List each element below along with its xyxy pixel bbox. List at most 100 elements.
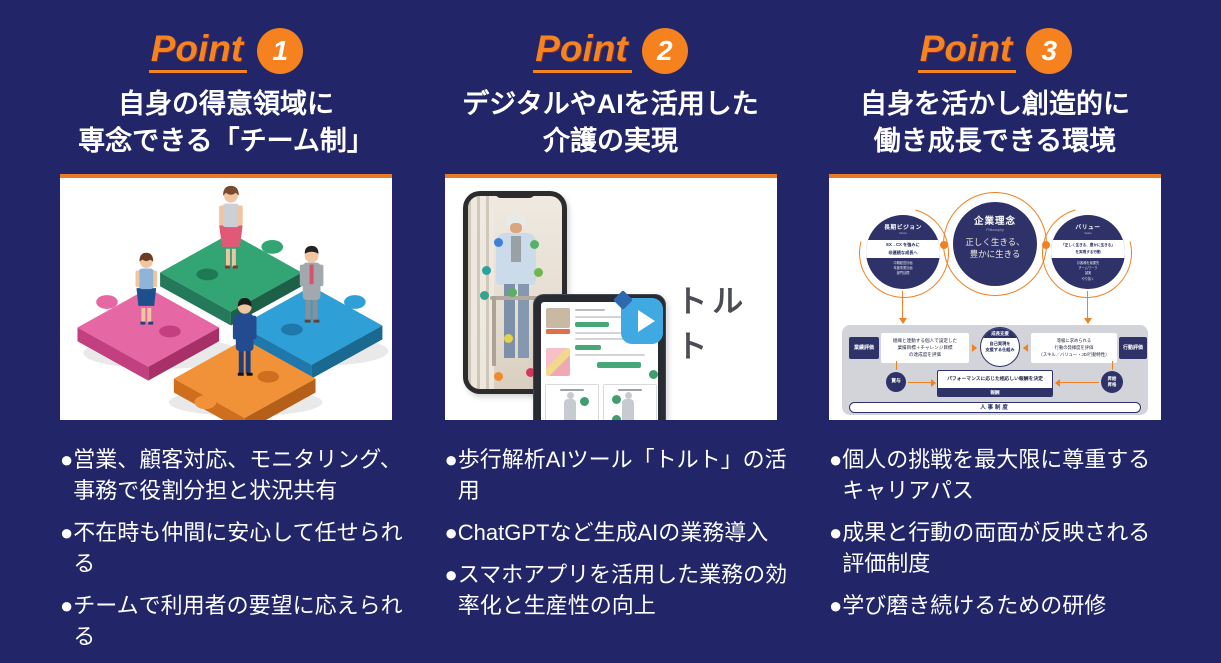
point2-number-badge: 2 [641,28,688,74]
report-photo-thumbnail [545,307,570,328]
point2-image-card: トルト [444,173,777,420]
bullet-icon: ● [444,446,458,472]
performance-eval-box: 組織と連動する個人で設定した 業績目標＋チャレンジ目標 の達成度を評価 [881,332,969,363]
list-item: ●営業、顧客対応、モニタリング、 事務で役割分担と状況共有 [60,444,422,506]
phone-notch [494,190,535,198]
toruto-logo: トルト [612,276,777,366]
connector-dot [1042,240,1050,249]
report-highlight [574,344,601,350]
toruto-logo-text: トルト [676,283,749,364]
teamwork-puzzle-illustration [77,185,389,420]
point1-column: Point 1 自身の得意領域に 専念できる「チーム制」 [60,26,403,663]
person-on-green [219,185,243,269]
walker-frame [491,295,496,366]
pose-tracking-dot [493,237,503,247]
list-item: ●個人の挑戦を最大限に尊重する キャリアパス [829,444,1191,506]
arrow-down-icon [1084,317,1092,324]
list-item: ●チームで利用者の要望に応えられる [60,590,422,652]
point1-label: Point [148,28,248,74]
point3-bullet-list: ●個人の挑戦を最大限に尊重する キャリアパス ●成果と行動の両面が反映される 評… [829,444,1191,632]
vision-circle: 長期ビジョン Vision EX→CX を強みに 非連続な成長へ 中期経営計画 … [866,214,940,289]
arrow-right-icon [972,343,977,352]
bullet-icon: ● [444,561,458,587]
tablet-mockup [532,293,666,420]
list-item: ●スマホアプリを活用した業務の効 率化と生産性の向上 [445,559,807,621]
list-item: ●歩行解析AIツール「トルト」の活用 [445,444,807,506]
philosophy-diagram: 長期ビジョン Vision EX→CX を強みに 非連続な成長へ 中期経営計画 … [829,178,1161,420]
bullet-icon: ● [60,592,74,618]
elderly-man-leg [503,283,515,358]
behavior-eval-label: 行動評価 [1119,336,1147,359]
puzzle-piece-orange [173,338,316,420]
point1-number-badge: 1 [257,28,304,74]
point3-header: Point 3 [917,26,1073,76]
arrow-down-icon [1087,290,1088,319]
list-item: ●不在時も仲間に安心して任せられる [60,517,422,579]
arrow-left-icon [1059,381,1099,383]
point1-heading: 自身の得意領域に 専念できる「チーム制」 [78,89,374,157]
connector-dot [940,240,948,249]
pose-tracking-dot [479,290,489,300]
pose-tracking-dot [533,267,543,277]
pose-tracking-dot [493,371,503,381]
value-circle: バリュー Value 「正しく生きる、豊かに生きる」 を実現する行動 お客様を最… [1051,214,1125,289]
play-app-icon [612,289,664,344]
point1-header: Point 1 [148,26,304,76]
list-item: ●ChatGPTなど生成AIの業務導入 [445,517,807,548]
point2-header: Point 2 [533,26,688,76]
behavior-eval-box: 等級に求められる 行動の発揮度を評価 （スキル／バリュー・JD/行動特性） [1031,332,1117,363]
pose-tracking-dot [529,239,539,249]
bullet-icon: ● [444,519,458,545]
philosophy-circle: 企業理念 Philosophy 正しく生きる、 豊かに生きる [953,201,1037,286]
puzzle-piece-pink [77,287,220,381]
pose-tracking-dot [525,367,535,377]
report-highlight [596,361,641,368]
elderly-man-leg [517,283,529,358]
point1-image-card [60,173,392,420]
bullet-icon: ● [829,592,843,618]
person-on-pink [135,252,158,325]
point3-number-badge: 3 [1026,28,1073,74]
bonus-circle: 賞与 [886,371,906,392]
arrow-left-icon [1055,378,1060,387]
arrow-right-icon [931,378,936,387]
puzzle-piece-blue [240,285,383,379]
balance-chart-panel [602,383,657,420]
report-photo-caption [545,328,570,334]
elderly-man-shirt [510,235,521,262]
orange-ring [940,191,1050,296]
pose-tracking-dot [507,287,517,297]
arrow-down-icon [899,317,907,324]
raise-circle: 昇給 昇格 [1101,370,1123,393]
performance-eval-label: 業績評価 [849,336,879,359]
arrow-down-icon [1112,360,1113,370]
hr-system-pill: 人事制度 [849,401,1141,413]
arrow-left-icon [1023,343,1028,352]
list-item: ●学び磨き続けるための研修 [829,590,1191,621]
bullet-icon: ● [829,446,843,472]
point2-heading: デジタルやAIを活用した 介護の実現 [462,89,759,157]
reward-box: パフォーマンスに応じた相応しい報酬を決定 報酬 [937,369,1053,397]
arrow-down-icon [896,360,897,370]
bullet-icon: ● [60,446,74,472]
point3-label: Point [917,28,1017,74]
person-on-blue [299,245,324,323]
report-highlight [574,321,609,327]
arrow-right-icon [908,381,932,383]
play-icon [637,309,655,332]
pose-tracking-dot [481,265,491,275]
elderly-man-face [509,222,522,233]
person-on-orange [232,297,257,376]
pose-tracking-dot [503,333,513,343]
point3-heading: 自身を活かし創造的に 働き成長できる環境 [860,89,1130,157]
point3-diagram-card: 長期ビジョン Vision EX→CX を強みに 非連続な成長へ 中期経営計画 … [829,173,1161,420]
list-item: ●成果と行動の両面が反映される 評価制度 [829,517,1191,579]
score-badge [648,369,658,379]
point2-bullet-list: ●歩行解析AIツール「トルト」の活用 ●ChatGPTなど生成AIの業務導入 ●… [445,444,807,632]
heatmap-thumbnail [545,347,570,376]
bullet-icon: ● [60,519,74,545]
point3-column: Point 3 自身を活かし創造的に 働き成長できる環境 長期ビジョン Visi… [829,26,1161,663]
walker-frame [489,295,546,300]
gait-chart-panel [544,383,599,420]
